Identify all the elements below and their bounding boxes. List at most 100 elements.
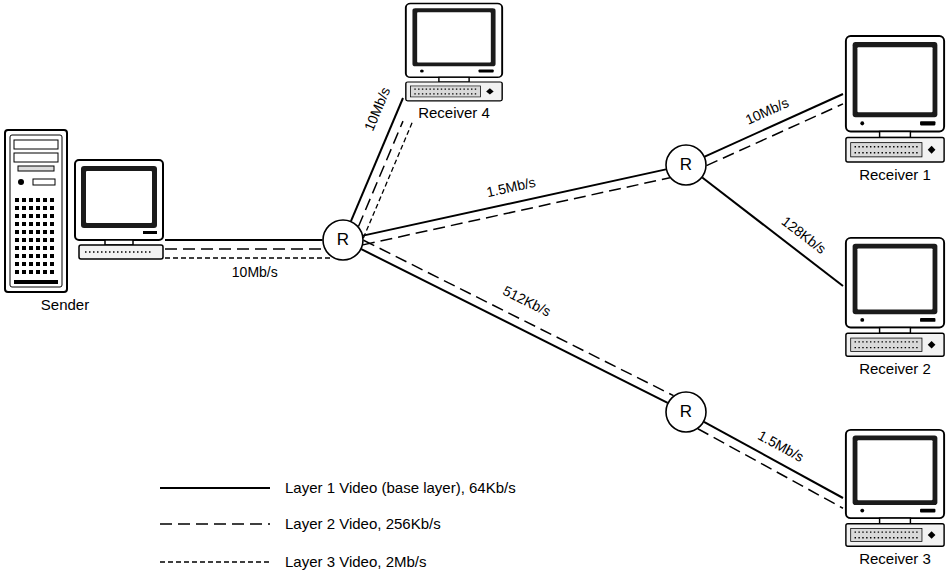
router-node: R — [665, 144, 707, 186]
computer-label: Receiver 3 — [843, 550, 947, 568]
status-panel — [33, 179, 55, 185]
monitor-neck — [439, 77, 469, 82]
monitor-screen — [857, 47, 932, 112]
tower-foot — [14, 280, 58, 284]
vent-hole — [22, 206, 26, 210]
vent-hole — [15, 206, 19, 210]
vent-dots — [855, 341, 919, 342]
computer-icon — [403, 2, 505, 104]
monitor-frame — [75, 160, 163, 240]
vent-hole — [43, 270, 47, 274]
legend-entry: Layer 2 Video, 256Kb/s — [160, 514, 441, 534]
sender-computer: Sender — [3, 128, 165, 314]
video-layer-2-line — [363, 240, 673, 395]
legend-line — [160, 487, 270, 489]
legend-entry: Layer 1 Video (base layer), 64Kb/s — [160, 478, 516, 498]
bandwidth-label: 1.5Mb/s — [483, 173, 539, 200]
vent-hole — [22, 254, 26, 258]
router-label: R — [665, 144, 707, 186]
link-connector — [361, 240, 673, 403]
vent-hole — [22, 262, 26, 266]
vent-hole — [36, 246, 40, 250]
receiver-computer: Receiver 4 — [403, 2, 505, 122]
vent-hole — [15, 230, 19, 234]
vent-hole — [36, 254, 40, 258]
link-connector — [698, 422, 843, 508]
vent-hole — [50, 246, 54, 250]
vent-hole — [29, 222, 33, 226]
computer-icon — [3, 128, 165, 296]
vent-hole — [15, 254, 19, 258]
receiver-computer: Receiver 3 — [843, 428, 947, 568]
floppy-slot — [18, 166, 54, 171]
vent-hole — [50, 270, 54, 274]
vent-hole — [29, 262, 33, 266]
vent-hole — [43, 246, 47, 250]
vent-hole — [15, 238, 19, 242]
monitor-control — [920, 509, 935, 513]
video-layer-1-line — [363, 169, 666, 235]
vent-hole — [43, 214, 47, 218]
vent-hole — [15, 270, 19, 274]
monitor-frame — [846, 430, 944, 518]
video-layer-1-line — [704, 422, 843, 498]
monitor-bezel — [81, 166, 157, 228]
legend-text: Layer 3 Video, 2Mb/s — [285, 552, 426, 572]
router-node: R — [322, 219, 364, 261]
drive-bay — [14, 140, 58, 149]
computer-icon — [843, 428, 947, 550]
router-label: R — [322, 219, 364, 261]
desktop-unit — [846, 524, 944, 547]
vent-hole — [22, 270, 26, 274]
bandwidth-label: 10Mb/s — [360, 83, 394, 135]
legend-line — [160, 561, 270, 562]
vent-hole — [29, 206, 33, 210]
vent-dots — [855, 146, 919, 148]
legend-entry: Layer 3 Video, 2Mb/s — [160, 552, 426, 572]
monitor-control — [920, 318, 935, 322]
router-label: R — [665, 391, 707, 433]
vent-hole — [22, 238, 26, 242]
computer-icon — [843, 34, 947, 166]
vent-hole — [29, 270, 33, 274]
desktop-unit — [846, 138, 944, 162]
vent-hole — [22, 246, 26, 250]
vent-hole — [36, 222, 40, 226]
vent-hole — [43, 198, 47, 202]
monitor-screen — [417, 12, 491, 62]
monitor-control — [143, 231, 157, 234]
vent-hole — [43, 254, 47, 258]
monitor-bezel — [853, 244, 938, 315]
router-outline — [666, 145, 706, 185]
vent-hole — [36, 206, 40, 210]
vent-hole — [29, 214, 33, 218]
link-connector — [363, 169, 670, 244]
video-layer-1-line — [165, 239, 323, 241]
video-layer-2-line — [358, 121, 403, 226]
monitor-frame — [846, 36, 944, 131]
monitor-frame — [846, 238, 944, 328]
vent-hole — [50, 198, 54, 202]
vent-hole — [22, 222, 26, 226]
vent-hole — [22, 230, 26, 234]
vent-hole — [43, 206, 47, 210]
vent-hole — [36, 214, 40, 218]
computer-label: Receiver 2 — [843, 360, 947, 378]
unit-panel — [411, 86, 481, 97]
power-button — [18, 179, 24, 185]
vent-hole — [15, 214, 19, 218]
vent-hole — [29, 254, 33, 258]
power-light — [420, 69, 424, 72]
vent-hole — [15, 222, 19, 226]
unit-button — [928, 531, 936, 539]
vent-dots — [855, 537, 919, 538]
vent-hole — [50, 206, 54, 210]
unit-button — [928, 146, 936, 154]
vent-hole — [36, 230, 40, 234]
computer-label: Receiver 4 — [403, 104, 505, 122]
vent-hole — [50, 222, 54, 226]
video-layer-2-line — [165, 248, 325, 250]
video-layer-1-line — [705, 94, 843, 157]
desktop-unit — [846, 333, 944, 356]
unit-button — [486, 88, 494, 94]
